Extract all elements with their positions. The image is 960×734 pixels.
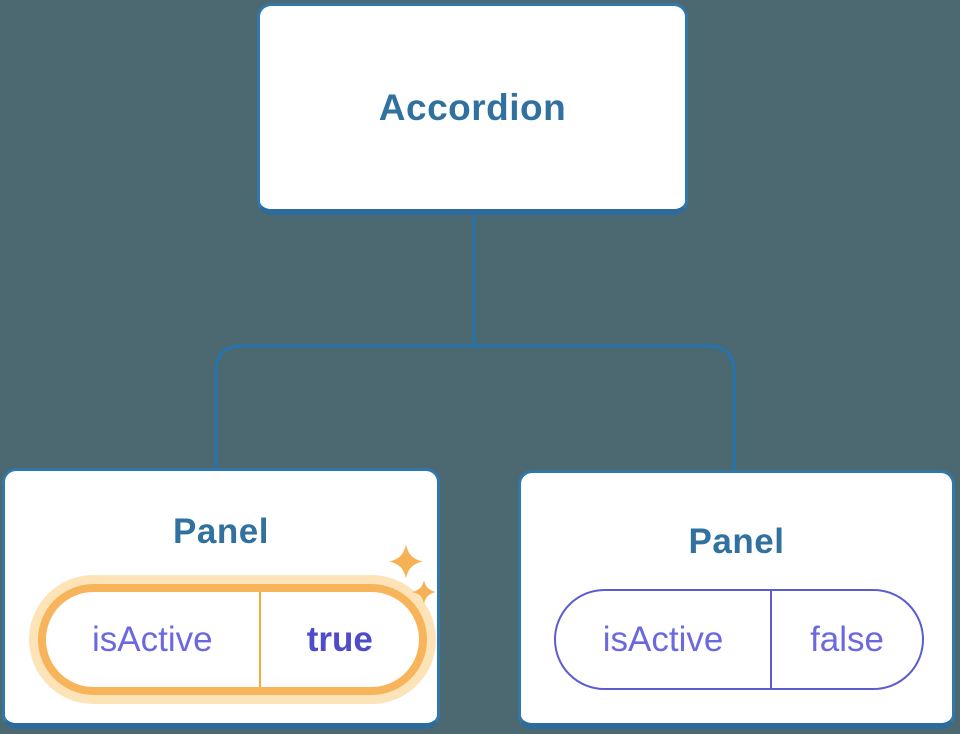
state-name-label: isActive [92, 619, 213, 659]
panel-node-active: Panel isActive true [2, 468, 440, 729]
sparkle-icon [389, 544, 423, 579]
state-pill-active-ring: isActive true [38, 584, 427, 695]
state-pill-active: isActive true [46, 592, 419, 687]
accordion-node: Accordion [257, 3, 688, 215]
panel-title: Panel [688, 522, 785, 561]
panel-title: Panel [173, 512, 269, 551]
state-pill-active-halo: isActive true [29, 575, 436, 704]
state-value-label: true [258, 592, 419, 687]
sparkle-icon [412, 580, 436, 604]
state-name-label: isActive [602, 619, 724, 659]
state-value-label: false [770, 591, 922, 688]
panel-node-inactive: Panel isActive false [518, 470, 955, 729]
state-pill-inactive: isActive false [554, 589, 924, 690]
accordion-node-label: Accordion [378, 86, 567, 128]
